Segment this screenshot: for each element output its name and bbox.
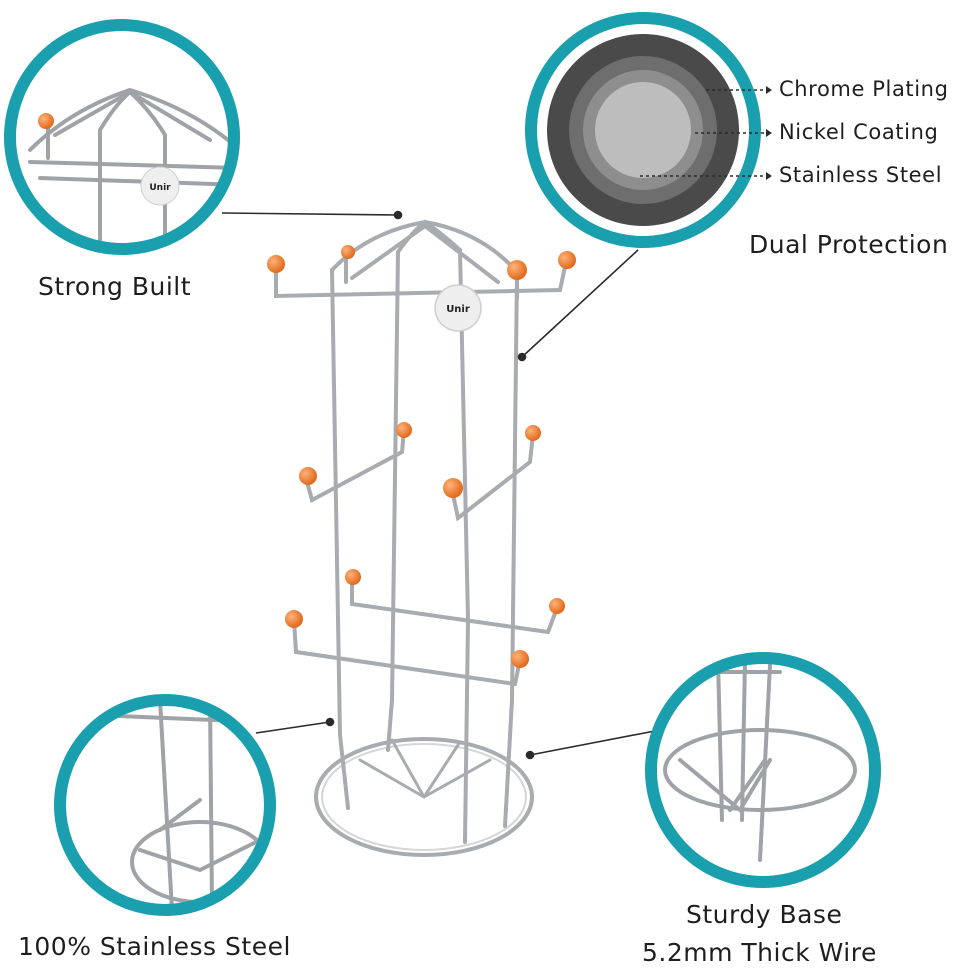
layer-label-steel: Stainless Steel	[779, 163, 943, 187]
mug-stand	[274, 219, 568, 857]
brand-medallion: Unir	[434, 284, 482, 332]
callout-ring	[525, 12, 761, 248]
sturdy-base-label: Sturdy Base	[686, 900, 843, 929]
brand-logo-text: Unir	[446, 304, 470, 315]
callout-connectors	[221, 210, 661, 760]
dual-protection-label: Dual Protection	[749, 230, 949, 259]
callout-stainless-steel	[54, 694, 276, 916]
strong-built-label: Strong Built	[38, 272, 192, 301]
svg-text:Unir: Unir	[149, 183, 171, 193]
callout-sturdy-base	[645, 652, 881, 888]
hook-knobs	[267, 245, 576, 668]
layer-label-chrome: Chrome Plating	[779, 77, 949, 101]
thick-wire-label: 5.2mm Thick Wire	[642, 938, 877, 967]
layer-label-nickel: Nickel Coating	[779, 120, 939, 144]
callout-ring	[645, 652, 881, 888]
callout-ring	[4, 19, 240, 255]
callout-dual-protection	[525, 12, 772, 248]
stainless-steel-label: 100% Stainless Steel	[18, 932, 291, 961]
stand-frame-wires	[330, 248, 519, 844]
callout-ring	[54, 694, 276, 916]
stand-base-ring	[314, 737, 534, 857]
callout-strong-built: Unir	[4, 19, 240, 255]
